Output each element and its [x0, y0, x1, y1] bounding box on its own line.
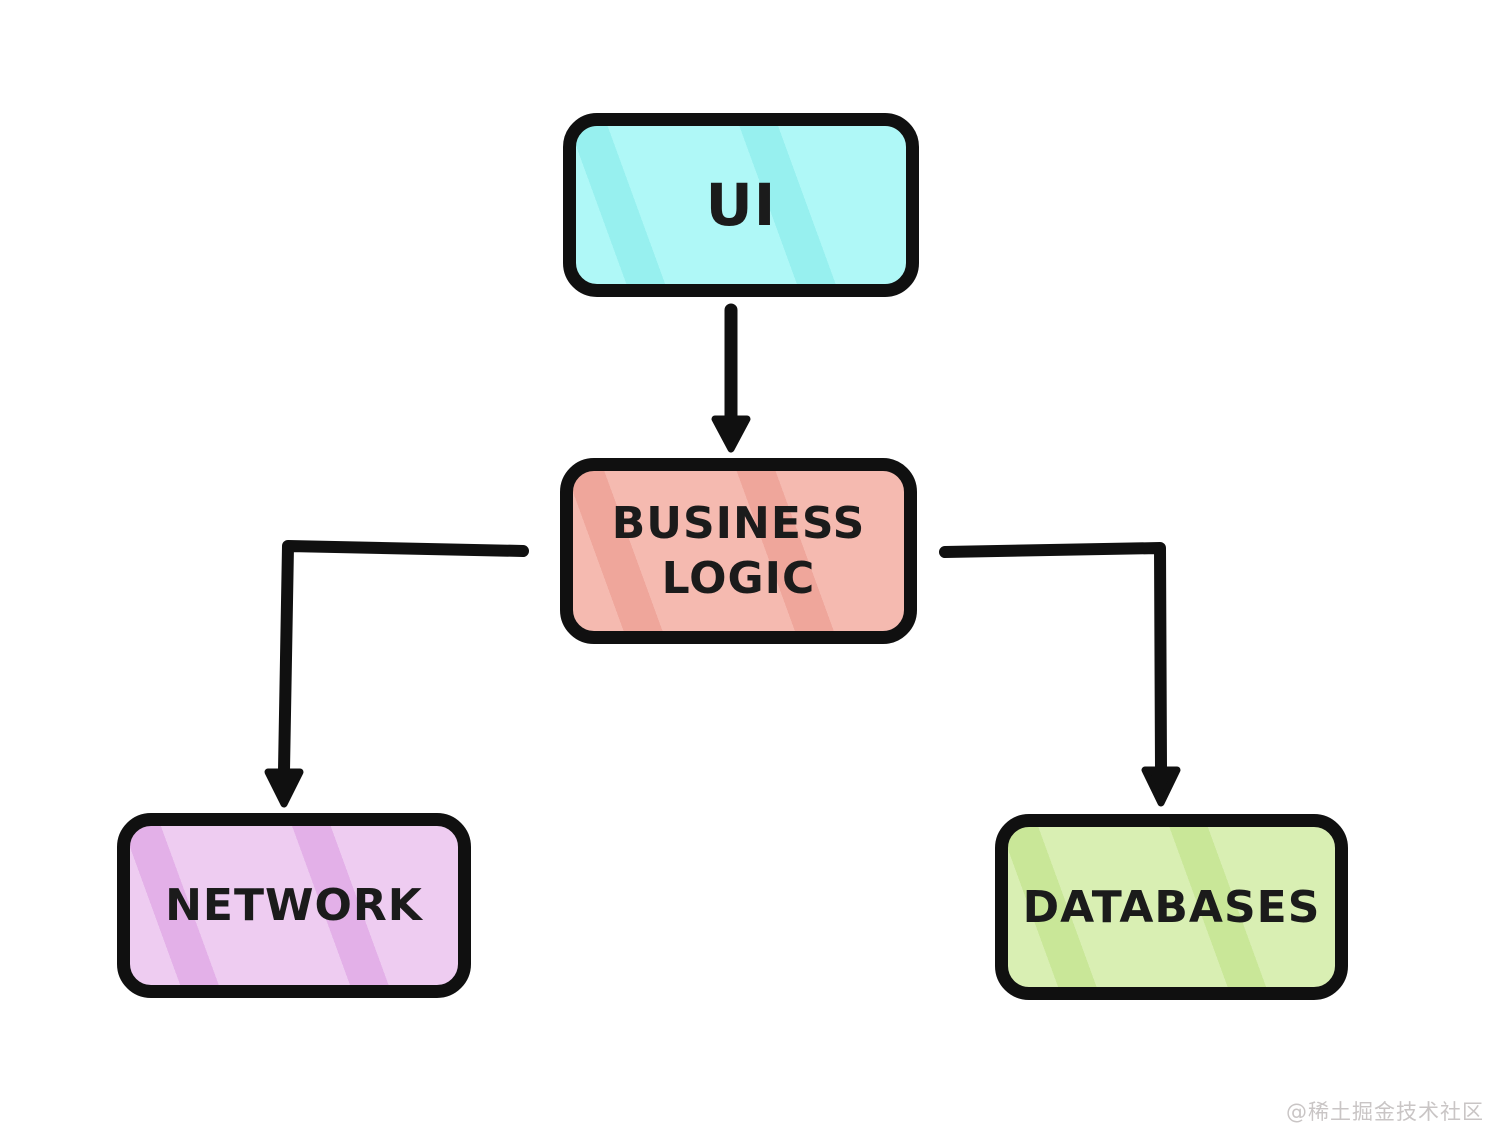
arrow-business-logic-to-databases [939, 542, 1181, 807]
watermark: @稀土掘金技术社区 [1286, 1100, 1484, 1124]
node-ui: UI [563, 113, 919, 297]
node-network-label: NETWORK [165, 880, 423, 931]
node-databases-label: DATABASES [1022, 881, 1321, 933]
arrow-ui-to-business-logic [711, 303, 751, 453]
node-databases: DATABASES [995, 814, 1348, 1000]
node-ui-label: UI [705, 170, 777, 239]
node-business-logic-label: BUSINESS LOGIC [611, 498, 866, 604]
node-network: NETWORK [117, 813, 471, 998]
node-business-logic: BUSINESS LOGIC [560, 458, 917, 644]
arrow-business-logic-to-network [264, 540, 529, 808]
